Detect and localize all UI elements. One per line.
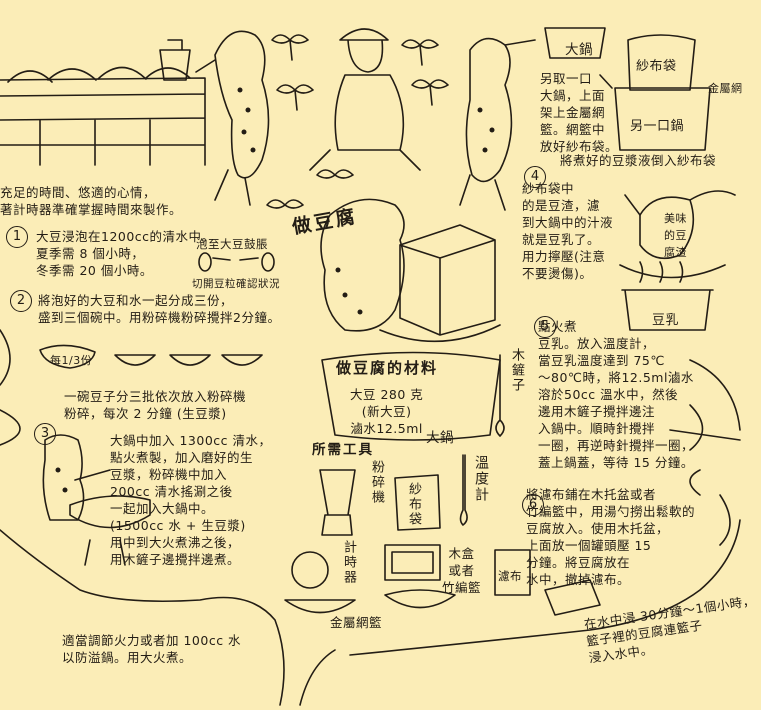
tool-pot-label: 大鍋 — [426, 430, 454, 446]
frog-cook-illustration — [195, 30, 270, 206]
illustration-canvas — [0, 27, 741, 706]
tofu-residue-label: 美味 的豆 腐渣 — [664, 212, 687, 259]
wooden-spatula-illustration — [495, 354, 505, 437]
pot-tip-text: 另取一口 大鍋，上面 架上金屬網 籃。網籃中 放好紗布袋。 — [540, 71, 619, 154]
step-2-text: 將泡好的大豆和水一起分成三份， 盛到三個碗中。用粉碎機粉碎攪拌2分鐘。 — [38, 293, 281, 325]
step-1-number: 1 — [6, 226, 28, 248]
top-pot-label: 大鍋 — [565, 42, 593, 58]
frog-with-tofu-illustration — [320, 198, 501, 343]
pour-note: 將煮好的豆漿液倒入紗布袋 — [560, 153, 717, 168]
tool-thermometer-label: 溫度計 — [473, 455, 489, 503]
tool-gauze-bag-label: 紗布袋 — [406, 482, 421, 527]
heat-note: 適當調節火力或者加 100cc 水 以防溢鍋。用大火煮。 — [62, 633, 242, 665]
spatula-label: 木鏟子 — [509, 348, 524, 393]
step-1-text: 大豆浸泡在1200cc的清水中。 夏季需 8 個小時， 冬季需 20 個小時。 — [36, 229, 215, 278]
cut-check-note: 切開豆粒確認狀況 — [192, 278, 280, 290]
three-bowls-illustration — [39, 344, 263, 369]
bowl-third-note: 每1/3份 — [50, 354, 93, 367]
tool-cloth-label: 濾布 — [498, 569, 522, 583]
step-6-text: 將濾布鋪在木托盆或者 竹編籃中，用湯勺撈出鬆軟的 豆腐放入。使用木托盆， 上面放… — [526, 487, 696, 587]
soymilk-pot-illustration — [621, 261, 714, 331]
intro-text: 充足的時間、悠適的心情， 著計時器準確掌握時間來製作。 — [0, 185, 183, 217]
soymilk-label: 豆乳 — [652, 313, 680, 328]
top-other-pot-label: 另一口鍋 — [630, 119, 685, 134]
step-3-number: 3 — [34, 423, 56, 445]
materials-pot-frame — [321, 351, 501, 441]
step-5-text: 點火煮 豆乳。放入溫度計， 當豆乳溫度達到 75℃ ～80℃時，將12.5ml滷… — [538, 319, 695, 470]
farmer-illustration — [309, 28, 421, 171]
swell-note: 泡至大豆鼓脹 — [196, 237, 268, 251]
step-2-number: 2 — [10, 290, 32, 312]
frog-pouring-illustration — [459, 37, 536, 211]
step-3-text: 大鍋中加入 1300cc 清水， 點火煮製，加入磨好的生 豆漿，粉碎機中加入 2… — [110, 433, 272, 567]
grind-note: 一碗豆子分三批依次放入粉碎機 粉碎，每次 2 分鐘 (生豆漿) — [64, 389, 247, 421]
flow-path-decoration — [0, 329, 741, 706]
materials-list: 大豆 280 克 (新大豆) 滷水12.5ml — [350, 387, 424, 436]
frog-stirring-illustration — [42, 434, 151, 566]
top-metal-label: 金屬網 — [708, 82, 743, 95]
sprouts-decoration — [266, 34, 449, 209]
step-6-number: 6 — [522, 494, 544, 516]
tools-heading: 所需工具 — [312, 442, 374, 458]
tool-box-label: 木盒 或者 竹編籃 — [442, 546, 482, 595]
materials-heading: 做豆腐的材料 — [336, 359, 439, 377]
step-4-number: 4 — [524, 166, 546, 188]
kitchen-table-illustration — [0, 39, 206, 166]
squeeze-bag-illustration — [619, 190, 736, 279]
step-4-text: 紗布袋中 的是豆渣，濾 到大鍋中的汁液 就是豆乳了。 用力擰壓(注意 不要燙傷)… — [522, 181, 614, 281]
tools-illustration — [284, 454, 601, 616]
pot-and-bag-illustration — [544, 27, 711, 151]
tool-grinder-label: 粉碎機 — [369, 460, 384, 505]
bean-check-illustration — [198, 252, 275, 272]
top-bag-label: 紗布袋 — [636, 59, 677, 74]
tool-timer-label: 計時器 — [341, 540, 356, 585]
tool-strainer-label: 金屬網籃 — [330, 615, 383, 630]
step-5-number: 5 — [534, 316, 556, 338]
